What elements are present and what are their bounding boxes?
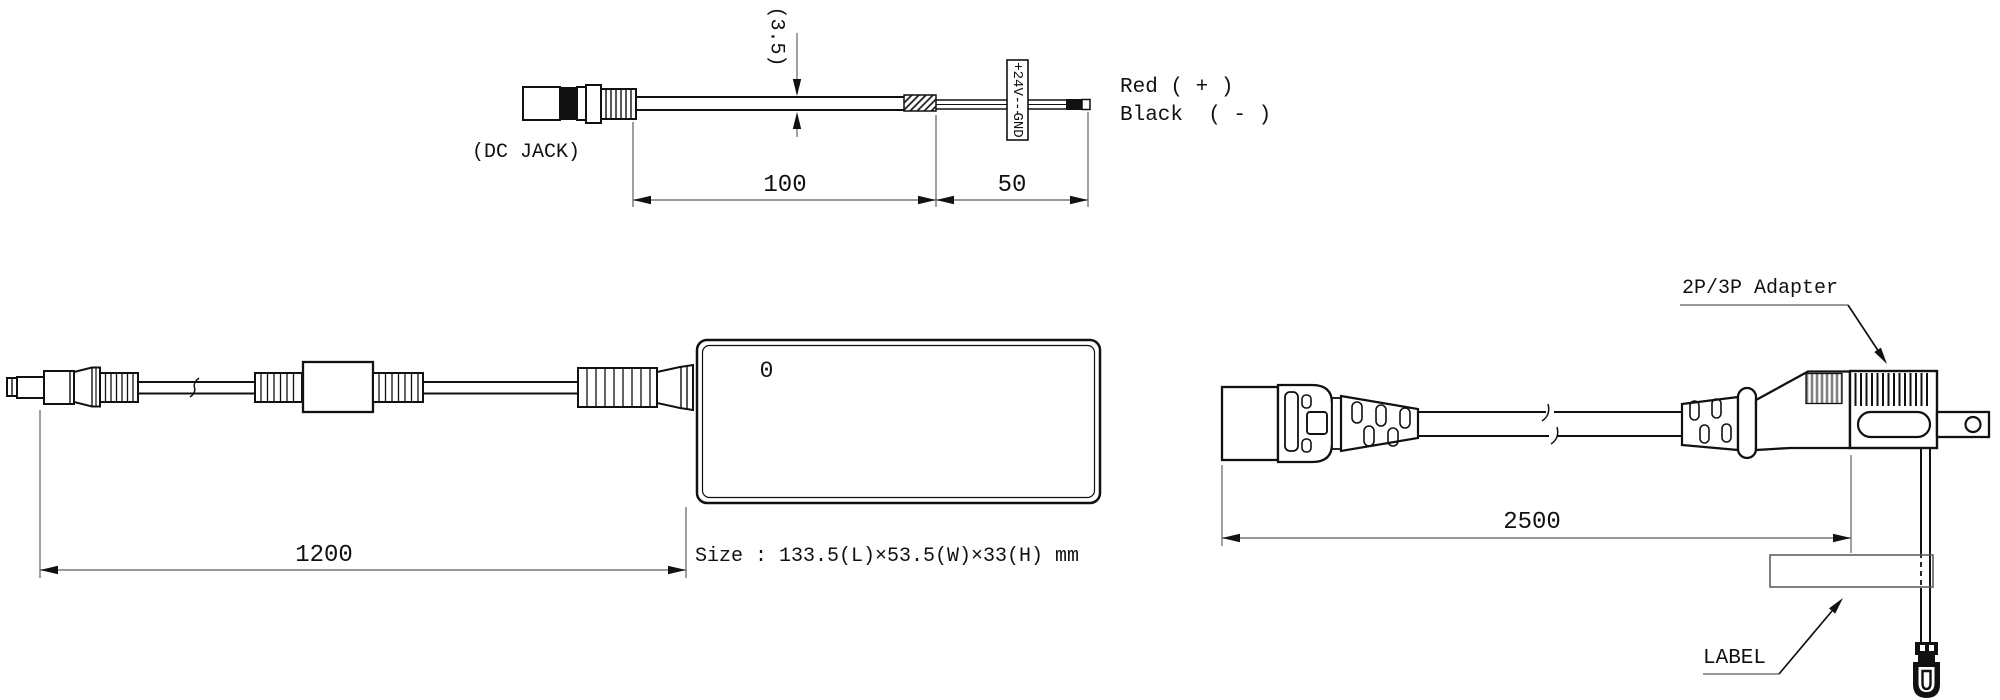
sheath-end-hatch: [903, 94, 937, 112]
ac-cord-view: [1220, 369, 1991, 698]
dc-plug: [6, 366, 139, 408]
dim-2500: 2500: [1503, 509, 1561, 536]
dc-jack-detail-view: [522, 59, 1091, 141]
dc-jack-label: (DC JACK): [472, 141, 581, 164]
wire-tip: [1066, 99, 1082, 110]
adapter-size-label: Size : 133.5(L)×53.5(W)×33(H) mm: [695, 545, 1080, 568]
dim-1200: 1200: [295, 542, 353, 569]
cable-break-mark: [189, 377, 200, 398]
ground-lug: [1913, 642, 1940, 698]
adapter-strain-relief: [577, 363, 694, 412]
ground-wire: [1920, 448, 1931, 645]
adapter-callout-leader: [1847, 304, 1880, 353]
blade-hole: [1964, 415, 1982, 434]
dc-cable: [138, 377, 578, 398]
dc-jack-connector: [522, 84, 637, 124]
adapter-assembly-view: [6, 338, 1102, 505]
ac-cord-dimensions: [1221, 304, 1887, 675]
adapter-view-dimensions: [39, 410, 687, 578]
cable-break-mark: [1550, 426, 1559, 445]
iec-connector: [1220, 383, 1420, 464]
dim-50: 50: [997, 172, 1027, 199]
led-hole-marking: 0: [759, 358, 774, 384]
adapter-callout-label: 2P/3P Adapter: [1682, 277, 1839, 300]
adapter-body: [695, 338, 1102, 505]
ac-cable: [1418, 403, 1682, 445]
plug-blade: [1935, 410, 1991, 439]
2p3p-adapter: [1848, 369, 1991, 450]
cable-diameter-label: (3.5): [764, 6, 788, 67]
ac-plug: [1680, 370, 1852, 460]
ferrite-bead: [254, 360, 424, 414]
top-view-dimensions: [632, 33, 1089, 207]
wire-marking-ground: GND: [1009, 112, 1026, 138]
label-callout-text: LABEL: [1703, 647, 1767, 670]
cable-break-mark: [1541, 403, 1550, 422]
wire-marking-box: [1006, 59, 1029, 141]
lead-black-label: Black ( - ): [1120, 104, 1272, 127]
label-callout-leader: [1778, 610, 1833, 675]
dimension-arrowheads: [633, 79, 1088, 205]
label-outline-box: [1769, 554, 1934, 588]
lead-red-label: Red ( + ): [1120, 76, 1234, 99]
output-cable: [636, 94, 1091, 112]
dim-100: 100: [763, 172, 807, 199]
